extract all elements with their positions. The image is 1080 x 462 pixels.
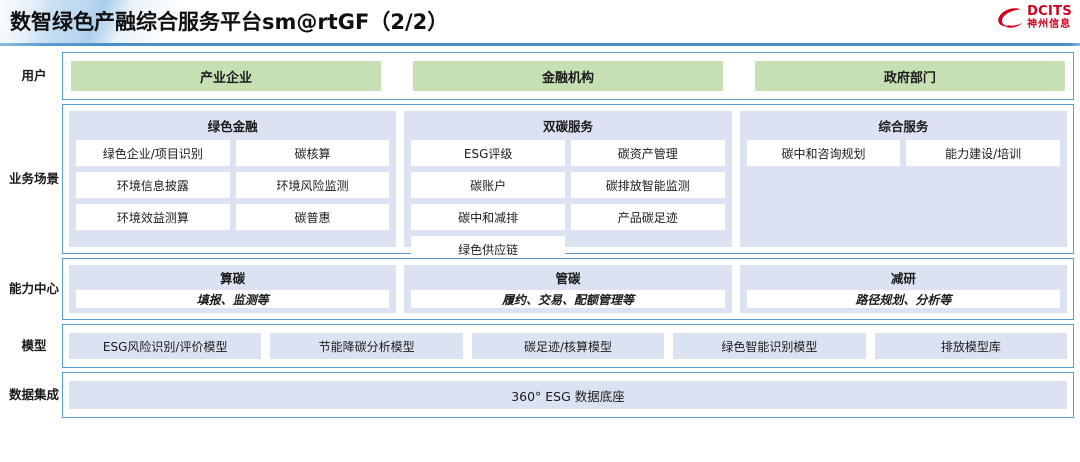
scenario-group-dual-carbon: 双碳服务 ESG评级 碳资产管理 碳账户 碳排放智能监测 碳中和减排 产品碳足迹… [404, 111, 732, 262]
model-cell[interactable]: 碳足迹/核算模型 [471, 333, 665, 359]
scenario-groups: 绿色金融 绿色企业/项目识别 碳核算 环境信息披露 环境风险监测 环境效益测算 … [69, 111, 1067, 262]
model-cell[interactable]: 排放模型库 [874, 333, 1068, 359]
scenario-group-integrated-service: 综合服务 碳中和咨询规划 能力建设/培训 [739, 111, 1067, 247]
scenario-group-green-finance: 绿色金融 绿色企业/项目识别 碳核算 环境信息披露 环境风险监测 环境效益测算 … [69, 111, 397, 247]
row-label-model: 模型 [21, 338, 47, 354]
scenario-group-title: 绿色金融 [207, 119, 258, 134]
capability-group-reduce-research: 减研 路径规划、分析等 [739, 265, 1067, 313]
header-divider [0, 43, 1080, 46]
architecture-diagram: 用户 产业企业 金融机构 政府部门 业务场景 绿色金融 绿色企业/项目识别 [0, 52, 1080, 462]
row-frame-capability: 算碳 填报、监测等 管碳 履约、交易、配额管理等 减研 路径规划、分析等 [62, 258, 1074, 320]
scenario-cell[interactable]: 环境效益测算 [76, 204, 230, 230]
brand-text: DCITS 神州信息 [1027, 5, 1072, 30]
brand-name-cn: 神州信息 [1027, 19, 1072, 30]
row-frame-data-integration: 360° ESG 数据底座 [62, 372, 1074, 418]
data-foundation-bar[interactable]: 360° ESG 数据底座 [69, 381, 1067, 409]
scenario-cell[interactable]: 环境信息披露 [76, 172, 230, 198]
capability-groups: 算碳 填报、监测等 管碳 履约、交易、配额管理等 减研 路径规划、分析等 [69, 265, 1067, 313]
row-frame-user: 产业企业 金融机构 政府部门 [62, 52, 1074, 100]
model-cell[interactable]: ESG风险识别/评价模型 [69, 333, 262, 359]
scenario-cell-list: 绿色企业/项目识别 碳核算 环境信息披露 环境风险监测 环境效益测算 碳普惠 [76, 140, 390, 230]
capability-group-subtitle[interactable]: 填报、监测等 [76, 290, 390, 308]
scenario-cell[interactable]: 产品碳足迹 [570, 204, 725, 230]
scenario-cell[interactable]: 碳资产管理 [570, 140, 725, 166]
row-label-user: 用户 [21, 68, 47, 84]
row-label-scenario: 业务场景 [8, 171, 59, 187]
scenario-cell[interactable]: 能力建设/培训 [906, 140, 1060, 166]
row-label-data-integration: 数据集成 [8, 387, 59, 403]
scenario-cell[interactable]: 环境风险监测 [235, 172, 390, 198]
user-chip-strip: 产业企业 金融机构 政府部门 [69, 59, 1067, 93]
scenario-cell[interactable]: 碳中和咨询规划 [746, 140, 901, 166]
scenario-cell[interactable]: 碳账户 [411, 172, 565, 198]
scenario-cell[interactable]: ESG评级 [411, 140, 565, 166]
row-frame-model: ESG风险识别/评价模型 节能降碳分析模型 碳足迹/核算模型 绿色智能识别模型 … [62, 324, 1074, 368]
capability-group-title: 减研 [890, 271, 916, 286]
capability-group-title: 管碳 [555, 271, 581, 286]
scenario-cell[interactable]: 碳核算 [235, 140, 390, 166]
user-chip[interactable]: 产业企业 [71, 61, 382, 91]
layer-row-data-integration: 数据集成 360° ESG 数据底座 [6, 372, 1074, 418]
scenario-cell[interactable]: 碳普惠 [235, 204, 390, 230]
scenario-cell[interactable]: 绿色企业/项目识别 [76, 140, 230, 166]
scenario-cell[interactable]: 碳中和减排 [411, 204, 565, 230]
row-label-capability: 能力中心 [8, 281, 59, 297]
page-title: 数智绿色产融综合服务平台sm@rtGF（2/2） [10, 10, 449, 34]
user-chip[interactable]: 政府部门 [754, 61, 1065, 91]
scenario-cell-list: ESG评级 碳资产管理 碳账户 碳排放智能监测 碳中和减排 产品碳足迹 绿色供应… [411, 140, 725, 262]
layer-row-capability: 能力中心 算碳 填报、监测等 管碳 履约、交易、配额管理等 减研 路径规划、分析… [6, 258, 1074, 320]
row-frame-scenario: 绿色金融 绿色企业/项目识别 碳核算 环境信息披露 环境风险监测 环境效益测算 … [62, 104, 1074, 262]
capability-group-calc-carbon: 算碳 填报、监测等 [69, 265, 397, 313]
brand-logo: DCITS 神州信息 [997, 5, 1072, 30]
capability-group-manage-carbon: 管碳 履约、交易、配额管理等 [404, 265, 732, 313]
capability-group-title: 算碳 [220, 271, 246, 286]
scenario-group-title: 双碳服务 [542, 119, 593, 134]
slide-header: 数智绿色产融综合服务平台sm@rtGF（2/2） DCITS 神州信息 [0, 0, 1080, 44]
capability-group-subtitle[interactable]: 路径规划、分析等 [746, 290, 1060, 308]
scenario-cell[interactable]: 碳排放智能监测 [570, 172, 725, 198]
capability-group-subtitle[interactable]: 履约、交易、配额管理等 [411, 290, 725, 308]
scenario-cell[interactable]: 绿色供应链 [411, 236, 565, 262]
scenario-group-title: 综合服务 [878, 119, 929, 134]
model-cell[interactable]: 绿色智能识别模型 [673, 333, 866, 359]
layer-row-scenario: 业务场景 绿色金融 绿色企业/项目识别 碳核算 环境信息披露 环境风险监测 环境… [6, 104, 1074, 262]
brand-name-en: DCITS [1027, 4, 1072, 19]
scenario-cell-list: 碳中和咨询规划 能力建设/培训 [746, 140, 1060, 166]
model-cell[interactable]: 节能降碳分析模型 [270, 333, 463, 359]
user-chip[interactable]: 金融机构 [412, 61, 724, 91]
dcits-swirl-icon [998, 7, 1023, 28]
layer-row-model: 模型 ESG风险识别/评价模型 节能降碳分析模型 碳足迹/核算模型 绿色智能识别… [6, 324, 1074, 368]
model-list: ESG风险识别/评价模型 节能降碳分析模型 碳足迹/核算模型 绿色智能识别模型 … [69, 331, 1068, 361]
layer-row-user: 用户 产业企业 金融机构 政府部门 [6, 52, 1074, 100]
